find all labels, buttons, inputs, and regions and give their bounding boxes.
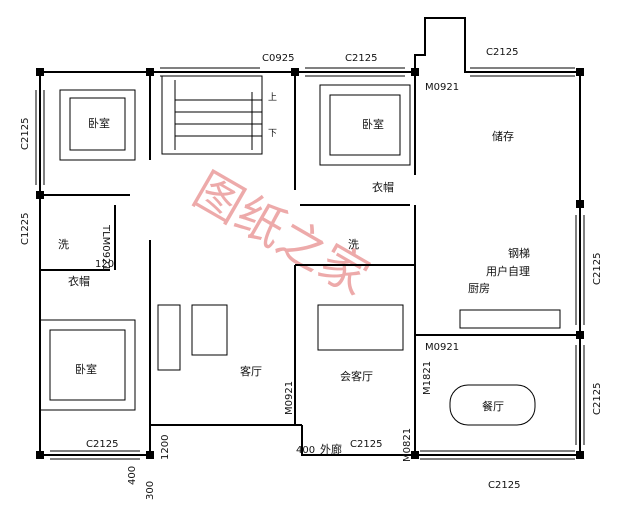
stair-up-label: 上: [268, 92, 277, 103]
storage-label: 储存: [492, 129, 514, 143]
stair-down-label: 下: [268, 129, 277, 139]
kitchen-label: 厨房: [468, 282, 490, 295]
corridor-label: 外廊: [320, 442, 342, 456]
stairs: [161, 75, 263, 155]
reception-room-label: 会客厅: [340, 369, 373, 383]
bedroom-top-mid-label: 卧室: [362, 117, 384, 131]
steel-stair-label: 钢梯: [508, 247, 530, 260]
tag-c1225-left: C1225: [20, 213, 31, 245]
wardrobe-mid-label: 衣帽: [372, 180, 394, 194]
tag-d300: 300: [145, 481, 156, 500]
tag-c2125-left-top: C2125: [20, 118, 31, 150]
walls: [39, 17, 581, 456]
tag-c2125-right-upper: C2125: [592, 253, 603, 285]
tag-m0821: M0821: [402, 428, 413, 462]
living-room-label: 客厅: [240, 364, 262, 378]
beds: [39, 84, 411, 411]
tag-c2125-top-mid: C2125: [345, 53, 377, 64]
tag-c2125-top-right: C2125: [486, 47, 518, 58]
tag-c2125-right-lower: C2125: [592, 383, 603, 415]
tag-d1200-b: 1200: [160, 435, 171, 460]
tag-c0925: C0925: [262, 53, 294, 64]
tag-m0921-living: M0921: [284, 381, 295, 415]
tag-m1821: M1821: [422, 361, 433, 395]
bedroom-top-left-label: 卧室: [88, 116, 110, 130]
tag-c2125-bottom-right: C2125: [488, 480, 520, 491]
bath-left-label: 洗: [58, 238, 69, 251]
tag-tlm0921: TLM0921: [100, 224, 111, 271]
dining-room-label: 餐厅: [482, 399, 504, 413]
tag-c2125-bottom-mid: C2125: [350, 439, 382, 450]
tag-d1200-a: 120: [95, 259, 114, 270]
columns: [36, 68, 584, 459]
tag-c2125-bottom-left: C2125: [86, 439, 118, 450]
stair-note-label: 用户自理: [486, 264, 530, 278]
tag-m0921-top-right: M0921: [425, 82, 459, 93]
tag-m0921-right: M0921: [425, 342, 459, 353]
tag-d400b: 400: [127, 466, 138, 485]
watermark: 图纸之家: [184, 162, 378, 307]
bath-mid-label: 洗: [348, 238, 359, 251]
bedroom-bottom-left-label: 卧室: [75, 362, 97, 376]
tag-d400: 400: [296, 445, 315, 456]
furniture: [157, 304, 561, 426]
wardrobe-left-label: 衣帽: [68, 274, 90, 288]
